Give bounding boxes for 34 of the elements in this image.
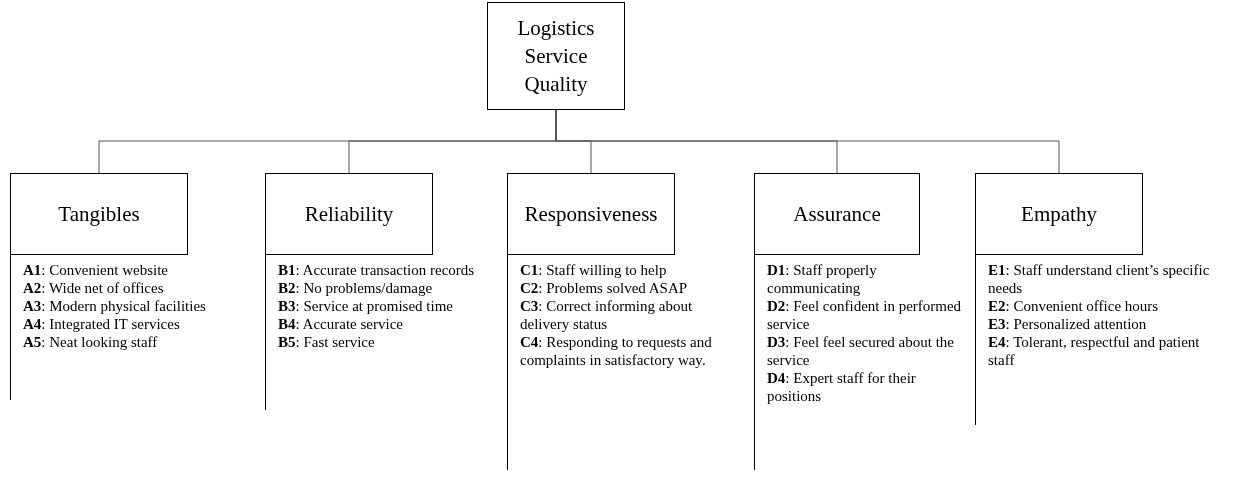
criterion-item: D3: Feel feel secured about the service [767,333,956,369]
category-box [265,173,433,255]
criterion-item: A1: Convenient website [23,261,169,279]
criterion-item: C1: Staff willing to help [520,261,668,279]
criterion-item: D4: Expert staff for their positions [767,369,917,405]
category-title: Tangibles [58,201,140,228]
criterion-item: C4: Responding to requests and complaints in satisfactory way. [520,333,713,369]
criterion-item: E4: Tolerant, respectful and patient staff [988,333,1201,369]
criterion-item: B3: Service at promised time [278,297,454,315]
criterion-item: A3: Modern physical facilities [23,297,207,315]
category-title: Responsiveness [524,201,658,228]
criterion-item: A5: Neat looking staff [23,333,159,351]
category-title: Assurance [793,201,881,228]
criterion-item: B1: Accurate transaction records [278,261,476,279]
criterion-item: B5: Fast service [278,333,376,351]
category-box [507,173,675,255]
criterion-item: B4: Accurate service [278,315,404,333]
criterion-item: C2: Problems solved ASAP [520,279,689,297]
category-title: Empathy [1021,201,1097,228]
root-title: Logistics Service Quality [516,15,596,98]
criterion-item: D2: Feel confident in performed service [767,297,963,333]
criterion-item: E3: Personalized attention [988,315,1148,333]
category-title: Reliability [304,201,394,228]
category-box [754,173,920,255]
criterion-item: D1: Staff properly communicating [767,261,878,297]
criterion-item: E1: Staff understand client’s specific needs [988,261,1211,297]
criterion-item: A2: Wide net of offices [23,279,165,297]
criterion-item: B2: No problems/damage [278,279,434,297]
criterion-item: A4: Integrated IT services [23,315,181,333]
category-box [10,173,188,255]
criterion-item: E2: Convenient office hours [988,297,1160,315]
criterion-item: C3: Correct informing about delivery status [520,297,694,333]
root-box [487,2,625,110]
category-box [975,173,1143,255]
